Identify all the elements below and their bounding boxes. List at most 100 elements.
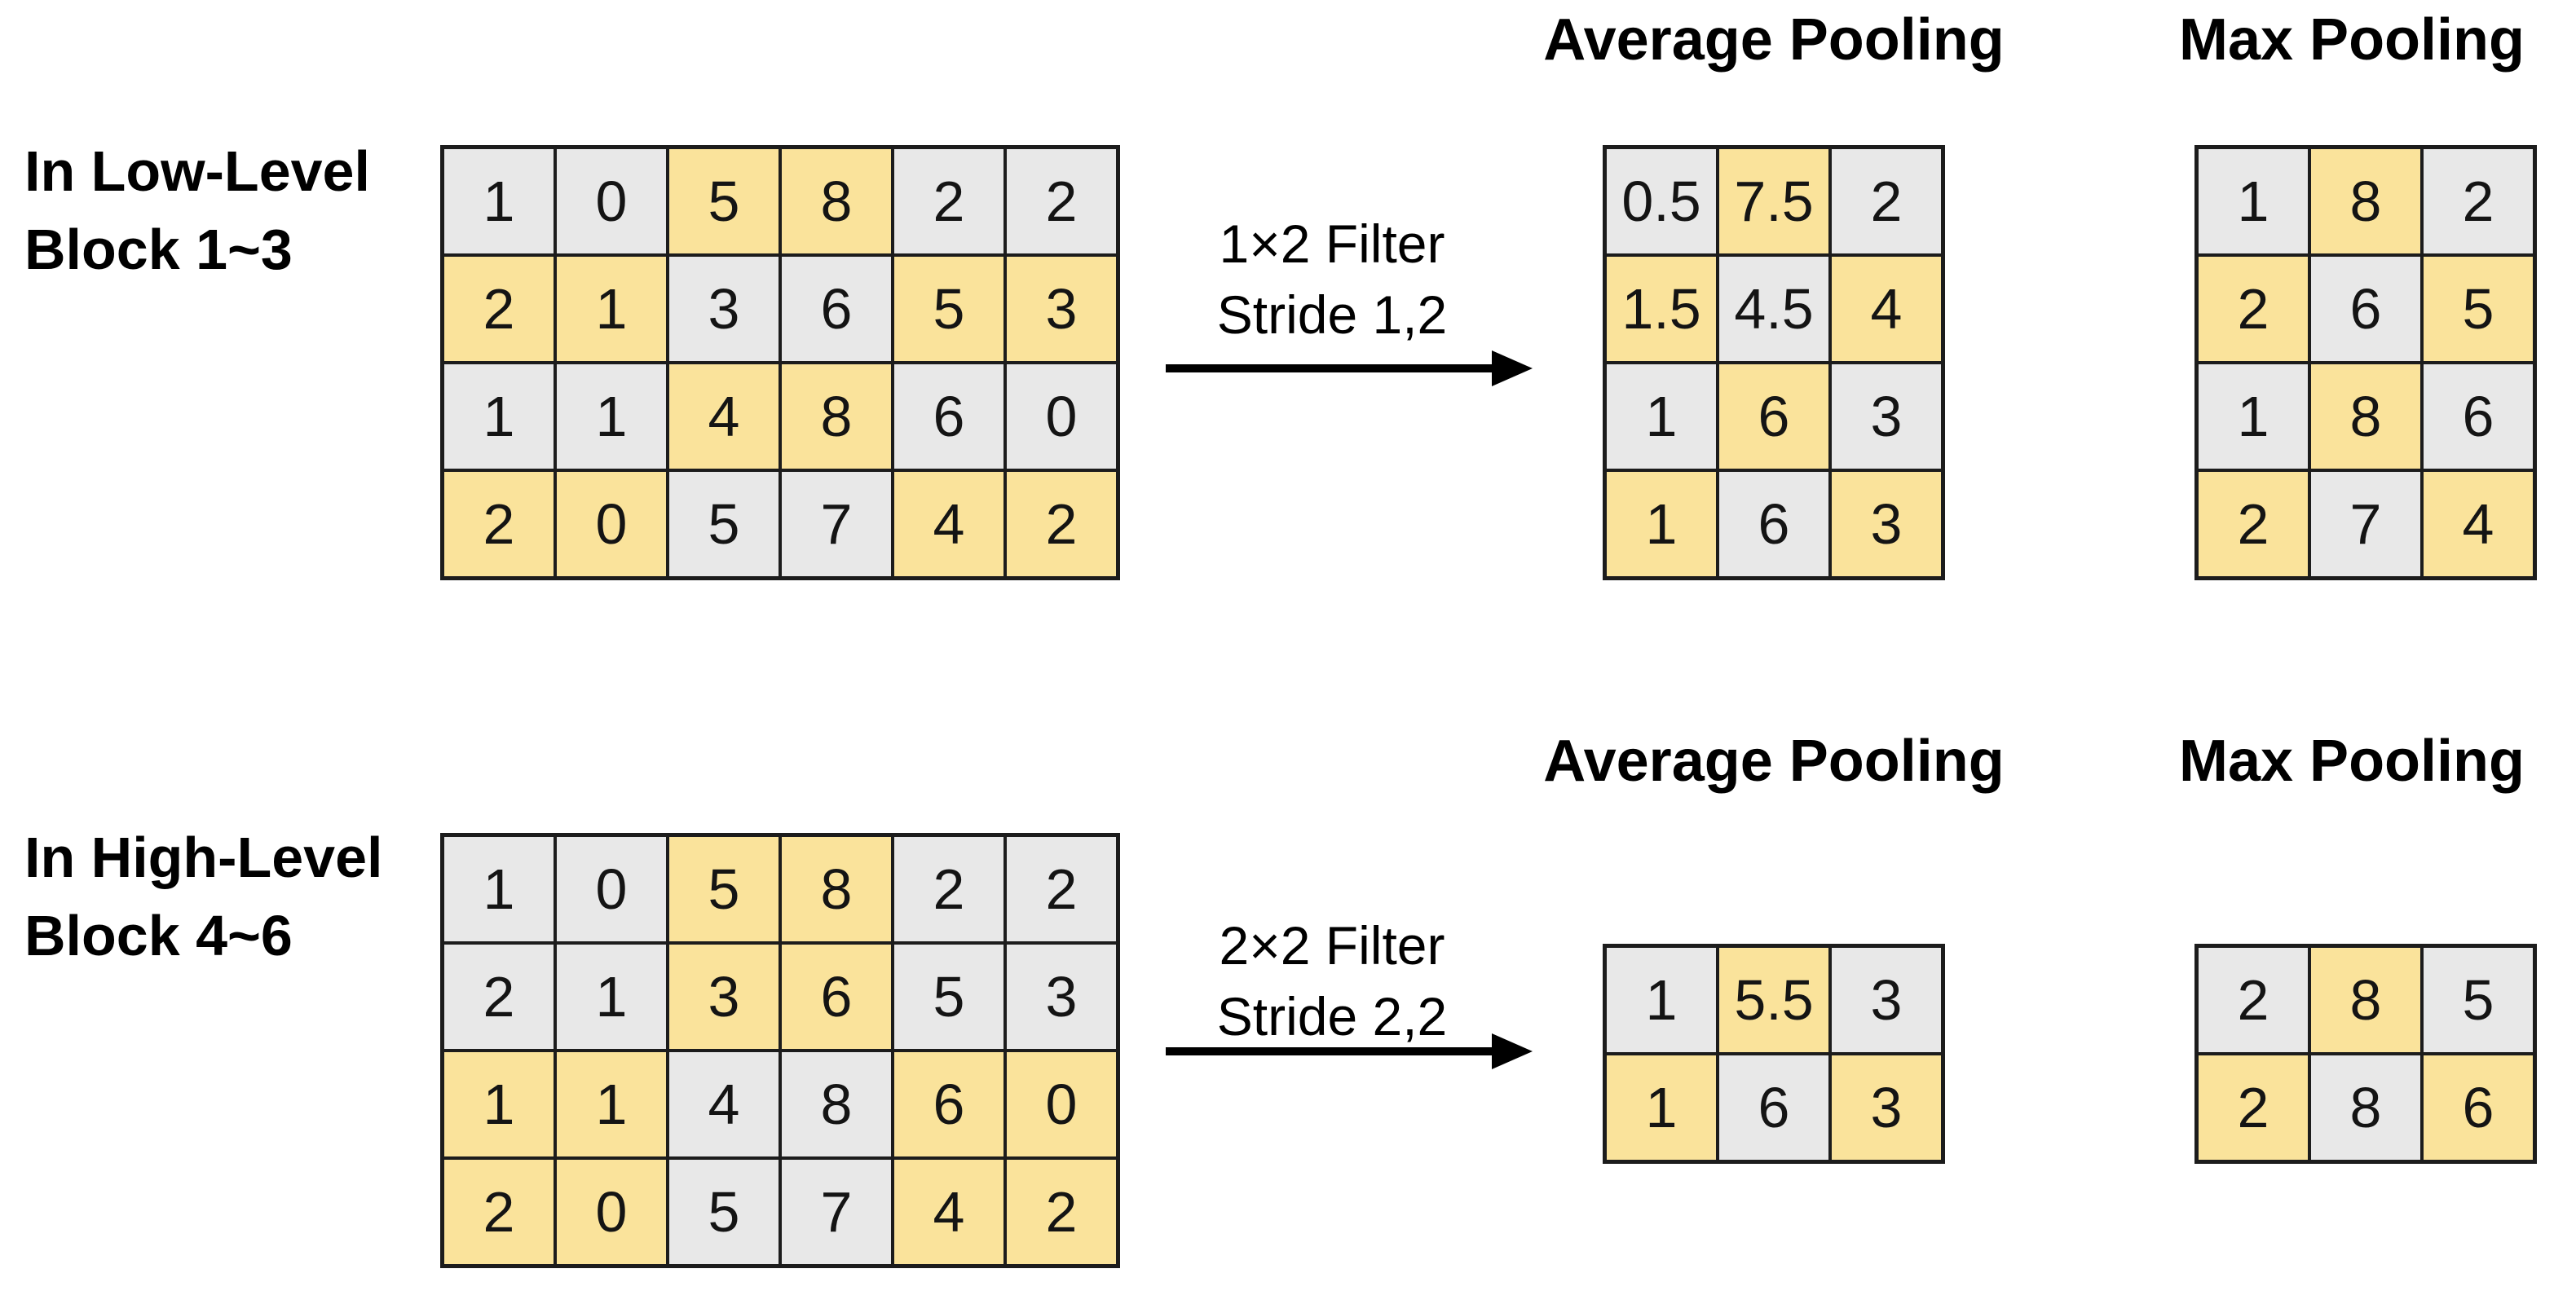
matrix-cell: 1 (557, 364, 666, 469)
matrix-cell: 5 (2424, 948, 2533, 1052)
matrix-cell: 4 (669, 1052, 779, 1156)
matrix-cell: 3 (1007, 257, 1116, 361)
matrix-cell: 7 (782, 472, 891, 576)
matrix-cell: 5 (669, 472, 779, 576)
matrix-cell: 0 (1007, 364, 1116, 469)
matrix-cell: 8 (2311, 1055, 2420, 1160)
matrix-cell: 2 (1007, 149, 1116, 253)
matrix-cell: 8 (782, 149, 891, 253)
matrix-cell: 3 (1832, 364, 1941, 469)
matrix-cell: 4 (2424, 472, 2533, 576)
matrix-cell: 5 (2424, 257, 2533, 361)
matrix-cell: 8 (2311, 149, 2420, 253)
arrow-shaft (1166, 1047, 1492, 1055)
matrix-cell: 3 (1007, 945, 1116, 1049)
matrix-cell: 3 (1832, 1055, 1941, 1160)
matrix-cell: 6 (894, 364, 1003, 469)
matrix-cell: 2 (1007, 1160, 1116, 1264)
matrix-cell: 6 (894, 1052, 1003, 1156)
matrix-cell: 0 (557, 472, 666, 576)
max-pooling-title-low: Max Pooling (2178, 7, 2525, 73)
matrix-cell: 2 (2199, 472, 2308, 576)
matrix-cell: 2 (2199, 1055, 2308, 1160)
matrix-cell: 6 (2424, 1055, 2533, 1160)
matrix-cell: 1 (444, 837, 554, 941)
matrix-cell: 2 (444, 472, 554, 576)
matrix-cell: 2 (2199, 948, 2308, 1052)
arrow-shaft (1166, 364, 1492, 372)
max-pooling-title-high: Max Pooling (2178, 729, 2525, 794)
matrix-cell: 8 (782, 837, 891, 941)
arrow-right-icon (1166, 350, 1533, 386)
matrix-cell: 3 (1832, 948, 1941, 1052)
matrix-cell: 2 (1832, 149, 1941, 253)
avg-pooling-title-low: Average Pooling (1543, 7, 2005, 73)
matrix-cell: 6 (782, 257, 891, 361)
matrix-cell: 1 (1607, 364, 1716, 469)
arrow-head (1492, 350, 1533, 386)
matrix-cell: 6 (2311, 257, 2420, 361)
matrix-cell: 2 (894, 149, 1003, 253)
section-label-line2: Block 1~3 (24, 217, 293, 281)
matrix-cell: 1 (1607, 1055, 1716, 1160)
matrix-cell: 5 (894, 257, 1003, 361)
matrix-cell: 0 (557, 837, 666, 941)
arrow-head (1492, 1033, 1533, 1069)
matrix-cell: 7 (782, 1160, 891, 1264)
section-label-high-level: In High-Level Block 4~6 (24, 819, 382, 976)
matrix-cell: 8 (2311, 948, 2420, 1052)
matrix-cell: 2 (2199, 257, 2308, 361)
matrix-cell: 3 (669, 945, 779, 1049)
filter-size-text: 1×2 Filter (1219, 214, 1445, 274)
matrix-cell: 4.5 (1719, 257, 1828, 361)
matrix-cell: 8 (782, 364, 891, 469)
filter-stride-text: Stride 2,2 (1216, 986, 1448, 1047)
matrix-cell: 8 (2311, 364, 2420, 469)
matrix-cell: 1.5 (1607, 257, 1716, 361)
matrix-cell: 1 (444, 1052, 554, 1156)
matrix-cell: 5 (669, 149, 779, 253)
section-label-line1: In Low-Level (24, 139, 370, 203)
matrix-cell: 1 (1607, 472, 1716, 576)
matrix-cell: 1 (1607, 948, 1716, 1052)
matrix-cell: 1 (444, 364, 554, 469)
matrix-cell: 2 (444, 945, 554, 1049)
matrix-cell: 6 (1719, 472, 1828, 576)
matrix-cell: 5 (894, 945, 1003, 1049)
matrix-cell: 4 (894, 1160, 1003, 1264)
matrix-cell: 1 (2199, 364, 2308, 469)
matrix-cell: 1 (557, 945, 666, 1049)
matrix-cell: 0 (557, 149, 666, 253)
matrix-cell: 0 (1007, 1052, 1116, 1156)
filter-size-text: 2×2 Filter (1219, 915, 1445, 976)
matrix-cell: 1 (2199, 149, 2308, 253)
matrix-cell: 5.5 (1719, 948, 1828, 1052)
matrix-cell: 2 (444, 1160, 554, 1264)
matrix-cell: 6 (782, 945, 891, 1049)
avg-pooling-title-high: Average Pooling (1543, 729, 2005, 794)
matrix-cell: 2 (1007, 472, 1116, 576)
matrix-cell: 8 (782, 1052, 891, 1156)
matrix-cell: 6 (1719, 364, 1828, 469)
matrix-cell: 7 (2311, 472, 2420, 576)
filter-label-high-level: 2×2 Filter Stride 2,2 (1128, 910, 1536, 1052)
arrow-right-icon (1166, 1033, 1533, 1069)
matrix-cell: 5 (669, 837, 779, 941)
matrix-cell: 2 (444, 257, 554, 361)
matrix-cell: 2 (1007, 837, 1116, 941)
matrix-cell: 4 (669, 364, 779, 469)
matrix-cell: 0.5 (1607, 149, 1716, 253)
matrix-cell: 5 (669, 1160, 779, 1264)
matrix-cell: 4 (1832, 257, 1941, 361)
matrix-cell: 4 (894, 472, 1003, 576)
matrix-cell: 3 (1832, 472, 1941, 576)
section-label-low-level: In Low-Level Block 1~3 (24, 133, 370, 289)
matrix-cell: 7.5 (1719, 149, 1828, 253)
matrix-cell: 2 (2424, 149, 2533, 253)
